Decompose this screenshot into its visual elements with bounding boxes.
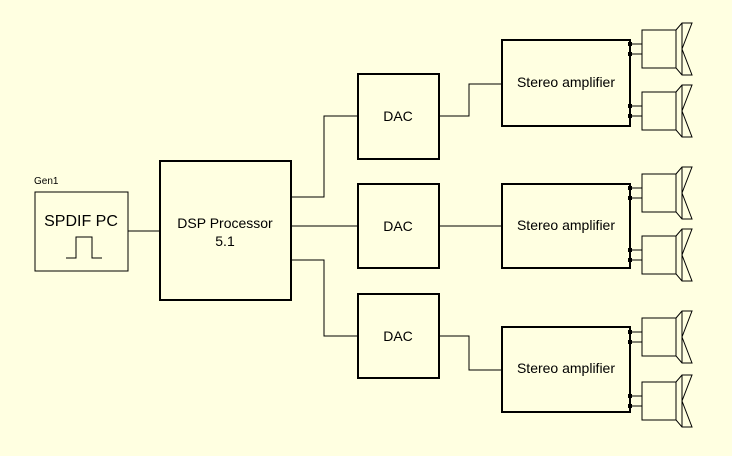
speaker-icon: [628, 166, 693, 220]
speaker-terminal: [628, 196, 632, 200]
dac-block: [357, 73, 440, 160]
source-group: Gen1 SPDIF PC: [34, 176, 129, 272]
speaker-cone: [675, 22, 693, 76]
stereo-amplifier-block: [501, 326, 631, 413]
speaker-cone: [675, 310, 693, 364]
speaker-terminal: [628, 42, 632, 46]
channel-2: DAC Stereo amplifier: [357, 183, 631, 269]
speaker-terminal: [628, 394, 632, 398]
dsp-processor-block: [159, 160, 292, 301]
speaker-terminal: [628, 340, 632, 344]
dsp-label-line1: DSP Processor: [177, 215, 273, 231]
speaker-magnet: [641, 317, 677, 357]
speaker-icon: [628, 374, 693, 428]
dsp-group: DSP Processor 5.1: [159, 160, 292, 301]
dac-block: [357, 293, 440, 379]
source-label: SPDIF PC: [44, 213, 118, 230]
speaker-cone: [675, 374, 693, 428]
amplifier-label: Stereo amplifier: [517, 74, 615, 90]
square-pulse-icon: [66, 236, 102, 259]
dac-label: DAC: [383, 218, 413, 234]
speaker-icon: [628, 310, 693, 364]
speaker-icon: [628, 228, 693, 282]
dsp-label-line2: 5.1: [215, 233, 235, 249]
dac-label: DAC: [383, 328, 413, 344]
speaker-icon: [628, 22, 693, 76]
wires: [128, 83, 502, 371]
speaker-cone: [675, 84, 693, 138]
speaker-terminal: [628, 248, 632, 252]
speaker-magnet: [641, 29, 677, 69]
stereo-amplifier-block: [501, 39, 631, 127]
speaker-terminal: [628, 186, 632, 190]
speaker-terminal: [628, 52, 632, 56]
channel-1: DAC Stereo amplifier: [357, 39, 631, 160]
speaker-icon: [628, 84, 693, 138]
speaker-terminal: [628, 330, 632, 334]
wire-dac-amp-1: [439, 83, 502, 117]
wire-dsp-dac-3: [291, 259, 358, 337]
speaker-magnet: [641, 235, 677, 275]
speaker-terminal: [628, 114, 632, 118]
speaker-magnet: [641, 381, 677, 421]
source-group-label: Gen1: [34, 176, 59, 187]
stereo-amplifier-block: [501, 183, 631, 269]
speakers: [628, 22, 693, 428]
dac-block: [357, 183, 440, 269]
amplifier-label: Stereo amplifier: [517, 217, 615, 233]
speaker-magnet: [641, 173, 677, 213]
amplifier-label: Stereo amplifier: [517, 360, 615, 376]
channel-3: DAC Stereo amplifier: [357, 293, 631, 413]
wire-dsp-dac-1: [291, 115, 358, 198]
speaker-cone: [675, 228, 693, 282]
speaker-terminal: [628, 258, 632, 262]
wire-dac-amp-3: [439, 335, 502, 371]
speaker-terminal: [628, 104, 632, 108]
speaker-magnet: [641, 91, 677, 131]
speaker-cone: [675, 166, 693, 220]
speaker-terminal: [628, 404, 632, 408]
dac-label: DAC: [383, 108, 413, 124]
source-block: [34, 191, 129, 272]
